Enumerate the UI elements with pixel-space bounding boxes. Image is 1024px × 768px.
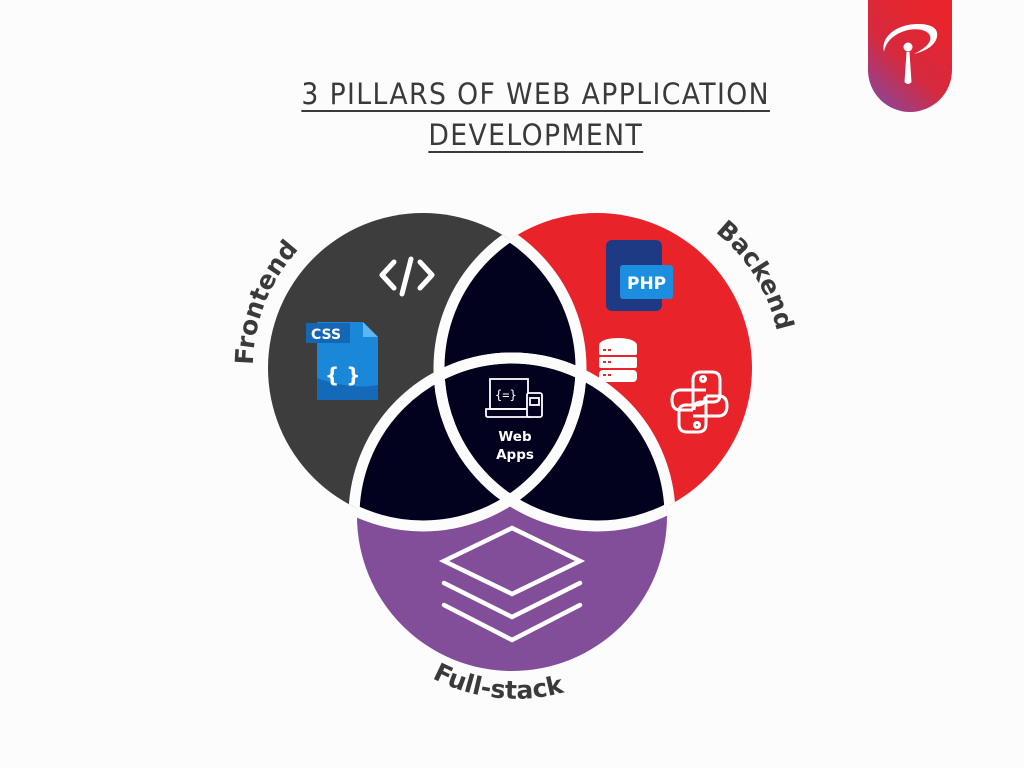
layers-stack-icon [438, 525, 586, 643]
code-tag-icon [379, 256, 435, 297]
title-line-2: DEVELOPMENT [428, 118, 644, 152]
web-apps-label-line2: Apps [496, 447, 534, 463]
css-file-icon: CSS { } [306, 322, 378, 400]
svg-text:CSS: CSS [311, 327, 341, 343]
database-icon [599, 338, 637, 382]
svg-text:{=}: {=} [495, 388, 517, 402]
python-icon [670, 370, 729, 434]
brand-logo-icon [868, 0, 952, 112]
web-apps-label-line1: Web [498, 429, 532, 445]
php-file-icon: PHP [606, 240, 673, 311]
web-devices-icon: {=} [485, 378, 543, 418]
page-title: 3 PILLARS OF WEB APPLICATION DEVELOPMENT [0, 74, 1024, 156]
title-line-1: 3 PILLARS OF WEB APPLICATION [301, 77, 771, 111]
svg-text:PHP: PHP [627, 274, 666, 294]
svg-text:{ }: { } [325, 363, 360, 387]
